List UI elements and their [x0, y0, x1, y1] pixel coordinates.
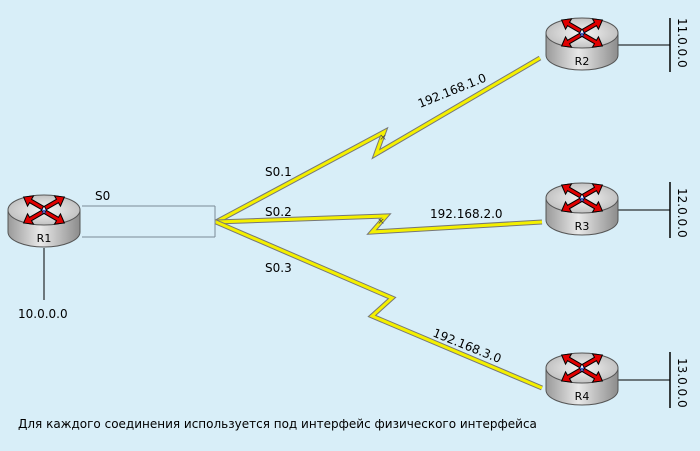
serial-link-r1-r2: ×	[214, 55, 542, 225]
lan-network-label-r3: 12.0.0.0	[675, 188, 689, 238]
router-r1[interactable]: R1	[8, 192, 80, 247]
router-label: R3	[575, 220, 590, 233]
router-r2[interactable]: R2	[546, 15, 618, 70]
interface-label-s0-1: S0.1	[265, 165, 292, 179]
lan-network-label-r1: 10.0.0.0	[18, 307, 68, 321]
serial-link-r1-r4	[215, 219, 543, 391]
link-network-label-2: 192.168.2.0	[430, 207, 503, 221]
serial-link-r1-r3: ×	[215, 213, 543, 235]
interface-label-s0-3: S0.3	[265, 261, 292, 275]
interface-label-s0-2: S0.2	[265, 205, 292, 219]
physical-interface-s0	[82, 205, 216, 238]
link-marker-icon: ×	[377, 217, 385, 227]
lan-r3	[616, 182, 671, 238]
lan-r4	[616, 352, 671, 408]
link-network-label-1: 192.168.1.0	[416, 71, 488, 111]
router-label: R2	[575, 55, 590, 68]
lan-network-label-r2: 11.0.0.0	[675, 18, 689, 68]
interface-label-s0: S0	[95, 189, 110, 203]
router-label: R4	[575, 390, 590, 403]
lan-network-label-r4: 13.0.0.0	[675, 358, 689, 408]
diagram-caption: Для каждого соединения используется под …	[18, 417, 537, 431]
router-r3[interactable]: R3	[546, 180, 618, 235]
router-label: R1	[37, 232, 52, 245]
lan-r2	[616, 18, 671, 72]
link-marker-icon: ×	[379, 133, 387, 143]
router-r4[interactable]: R4	[546, 350, 618, 405]
